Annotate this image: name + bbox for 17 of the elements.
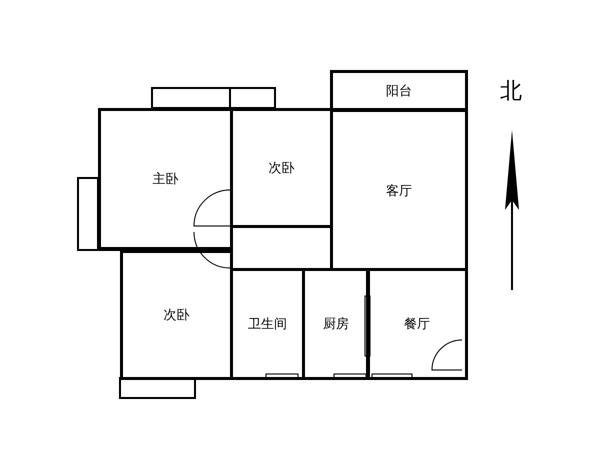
room-outline [120, 250, 233, 380]
room-outline [330, 108, 468, 270]
room-outline [366, 268, 468, 380]
north-label: 北 [500, 78, 522, 106]
room-label: 客厅 [386, 182, 412, 200]
room-outline [330, 70, 468, 112]
room-label: 厨房 [323, 316, 349, 333]
room-label: 主卧 [152, 171, 178, 188]
room-outline [230, 268, 305, 380]
room-label: 餐厅 [404, 316, 430, 333]
room-label: 阳台 [386, 83, 412, 100]
room-label: 卫生间 [248, 316, 287, 333]
room-outline [98, 108, 233, 250]
room-outline [230, 108, 333, 228]
room-label: 次卧 [164, 307, 190, 324]
room-outline [302, 268, 370, 380]
room-label: 次卧 [268, 160, 294, 177]
